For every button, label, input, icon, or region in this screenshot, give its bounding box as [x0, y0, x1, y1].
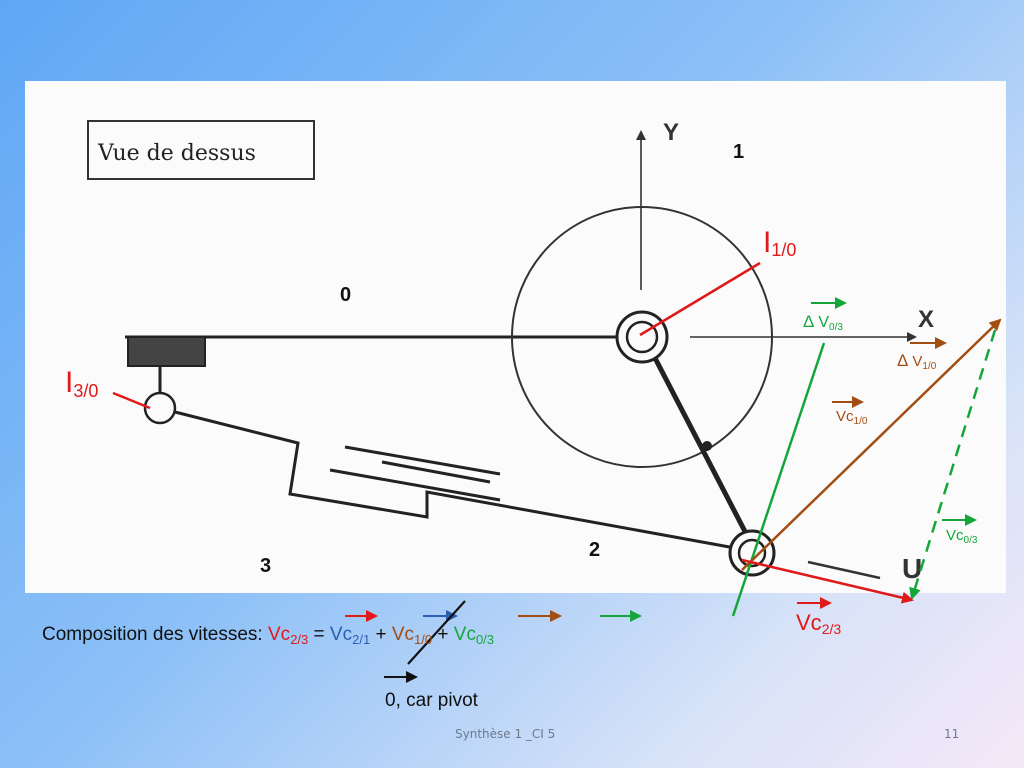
vc10-label: Vc1/0 [836, 408, 868, 427]
vc03-vector [909, 329, 997, 600]
wheel-pivot-outer [615, 310, 669, 364]
rod-stub [807, 560, 881, 580]
frame-block [127, 336, 206, 367]
connecting-rod [174, 410, 736, 550]
i30-pointer [112, 391, 151, 410]
eq-equals: = [308, 624, 330, 645]
crank-dot [702, 441, 712, 451]
crank-arm [652, 356, 755, 547]
eq-term-10: Vc1/0 [391, 624, 433, 647]
wheel [511, 206, 773, 468]
view-label: Vue de dessus [97, 141, 256, 166]
eq-plus-2: + [432, 624, 454, 645]
page-number: 11 [944, 727, 960, 741]
eq-lhs: Vc2/3 [268, 624, 309, 647]
u-label: U [902, 553, 922, 584]
part-label-0: 0 [340, 284, 351, 306]
vc23-vector [741, 558, 914, 604]
eq-plus-1: + [370, 624, 392, 645]
rod-line-b [381, 460, 491, 484]
strike-slash [407, 600, 466, 665]
x-axis-label: X [918, 306, 934, 333]
eq-term-03: Vc0/3 [453, 624, 495, 647]
i10-label: I1/0 [763, 226, 796, 260]
slider-pivot [143, 391, 177, 425]
joint-inner [737, 538, 767, 568]
y-axis-label: Y [663, 119, 679, 146]
rod-line-c [329, 468, 501, 502]
joint-outer [728, 529, 776, 577]
eq-term-21: Vc2/1 [329, 624, 371, 647]
i30-label: I3/0 [65, 366, 98, 401]
rod-line-a [344, 445, 501, 476]
wheel-pivot-inner [625, 320, 659, 354]
equation-intro: Composition des vitesses: [42, 624, 268, 645]
part-label-1: 1 [733, 141, 744, 163]
vc23-label: Vc2/3 [796, 610, 841, 637]
velocity-composition-equation: Composition des vitesses: Vc2/3 = Vc2/1 … [42, 624, 494, 647]
pivot-note: 0, car pivot [385, 690, 478, 711]
part-label-2: 2 [589, 539, 600, 561]
i10-pointer [639, 261, 761, 337]
vc10-vector [741, 318, 1002, 571]
part-label-3: 3 [260, 555, 271, 577]
vc03-label: Vc0/3 [946, 527, 978, 546]
view-label-box [87, 120, 315, 180]
delta-v03-line [731, 342, 826, 617]
footer-text: Synthèse 1 _CI 5 [455, 727, 556, 741]
